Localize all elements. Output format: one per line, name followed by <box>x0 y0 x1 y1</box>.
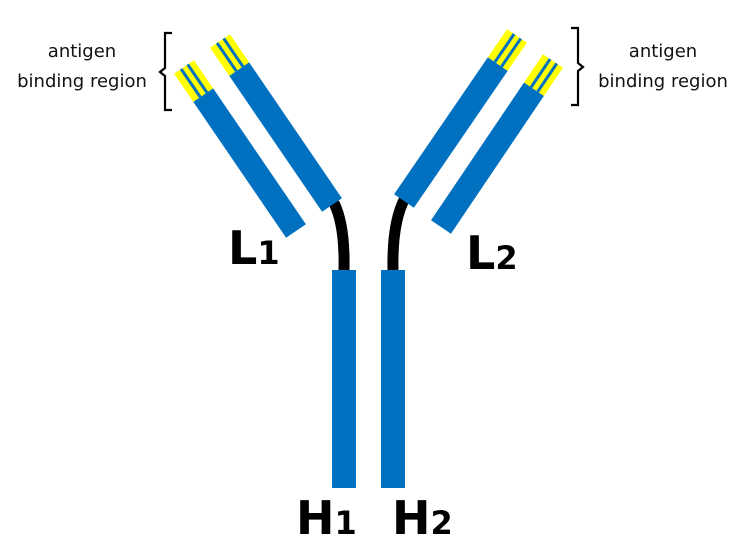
binding-site-stripe <box>186 63 209 94</box>
chain-segment <box>394 57 508 208</box>
label-letter: H <box>296 491 335 545</box>
label-subscript: 2 <box>495 239 518 277</box>
chain-segment <box>193 88 306 238</box>
label-L1: L1 <box>228 225 280 271</box>
binding-site-stripe <box>493 33 516 63</box>
chain-segment <box>431 82 544 234</box>
label-L2: L2 <box>466 230 518 276</box>
hinge-right <box>387 195 410 271</box>
light-chain-1-arm <box>174 60 306 238</box>
label-subscript: 1 <box>334 504 357 542</box>
label-letter: L <box>466 226 496 280</box>
label-subscript: 2 <box>430 504 453 542</box>
heavy-chain-2-arm <box>394 29 527 208</box>
label-subscript: 1 <box>257 234 280 272</box>
brace-left <box>158 31 172 112</box>
label-H2: H2 <box>392 495 453 541</box>
label-letter: H <box>392 491 431 545</box>
binding-site-stripe <box>536 62 558 93</box>
antigen-binding-label-left: antigen binding region <box>0 37 167 97</box>
chain-segment <box>229 62 342 212</box>
binding-site-stripe <box>179 68 202 98</box>
binding-site-stripe <box>529 58 552 89</box>
binding-site-stripe <box>500 37 522 68</box>
heavy-chain-1-arm <box>210 34 342 212</box>
annotation-line: antigen <box>628 41 698 62</box>
label-H1: H1 <box>296 495 357 541</box>
heavy-chain-1-stem <box>332 270 356 488</box>
binding-site-stripe <box>222 37 245 68</box>
light-chain-2-arm <box>431 54 563 234</box>
annotation-line: binding region <box>17 71 147 92</box>
antigen-binding-label-right: antigen binding region <box>578 37 748 97</box>
hinge-left <box>328 200 350 271</box>
label-letter: L <box>228 221 258 275</box>
annotation-line: binding region <box>598 71 728 92</box>
brace-right <box>571 26 585 107</box>
heavy-chain-2-stem <box>381 270 405 488</box>
annotation-line: antigen <box>47 41 117 62</box>
binding-site-stripe <box>215 42 238 72</box>
